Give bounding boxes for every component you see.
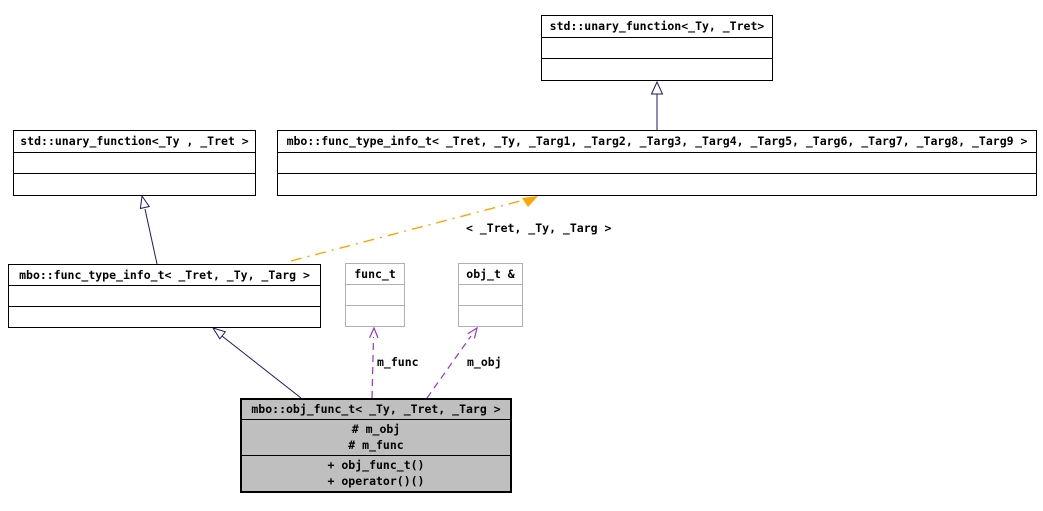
class-node-std-unary-function-base[interactable]: std::unary_function<_Ty , _Tret > — [13, 130, 256, 196]
methods-compartment — [278, 174, 1036, 195]
methods-compartment — [14, 174, 255, 195]
class-title: mbo::obj_func_t< _Ty, _Tret, _Targ > — [242, 400, 510, 420]
template-args-edge-label: < _Tret, _Ty, _Targ > — [466, 221, 612, 235]
class-node-obj-t: obj_t & — [458, 263, 523, 327]
class-node-func-type-info[interactable]: mbo::func_type_info_t< _Tret, _Ty, _Targ… — [8, 264, 321, 328]
methods-compartment: + obj_func_t() + operator()() — [242, 456, 510, 491]
hollow-arrowhead — [650, 80, 664, 95]
attributes-compartment — [459, 285, 522, 306]
hollow-arrowhead — [211, 327, 227, 340]
attributes-compartment: # m_obj # m_func — [242, 420, 510, 456]
class-node-obj-func-current: mbo::obj_func_t< _Ty, _Tret, _Targ > # m… — [240, 398, 512, 493]
m-obj-edge-label: m_obj — [467, 355, 502, 369]
class-title: mbo::func_type_info_t< _Tret, _Ty, _Targ… — [278, 131, 1036, 153]
methods-compartment — [542, 59, 772, 80]
class-node-std-unary-function-parent[interactable]: std::unary_function<_Ty, _Tret> — [541, 15, 773, 81]
methods-compartment — [346, 306, 404, 326]
class-node-func-t: func_t — [345, 263, 405, 327]
method-operator-call: + operator()() — [327, 474, 425, 488]
open-arrowhead — [369, 326, 379, 339]
attribute-m-obj: # m_obj — [351, 422, 401, 436]
filled-arrowhead — [522, 196, 538, 207]
class-node-func-type-info-full[interactable]: mbo::func_type_info_t< _Tret, _Ty, _Targ… — [277, 130, 1037, 196]
class-title: mbo::func_type_info_t< _Tret, _Ty, _Targ… — [9, 265, 320, 286]
method-obj-func-t: + obj_func_t() — [327, 458, 425, 472]
class-title: std::unary_function<_Ty, _Tret> — [542, 16, 772, 38]
methods-compartment — [459, 306, 522, 326]
attributes-compartment — [9, 286, 320, 307]
inheritance-edge-info-to-base — [139, 194, 158, 265]
methods-compartment — [9, 307, 320, 327]
attribute-m-func: # m_func — [348, 438, 404, 452]
class-title: std::unary_function<_Ty , _Tret > — [14, 131, 255, 153]
attributes-compartment — [346, 285, 404, 306]
open-arrowhead — [467, 326, 478, 339]
attributes-compartment — [542, 38, 772, 59]
m-func-edge-label: m_func — [377, 355, 419, 369]
attributes-compartment — [14, 153, 255, 174]
inheritance-edge-objfunc-to-info — [211, 327, 302, 399]
class-title: obj_t & — [459, 264, 522, 285]
attributes-compartment — [278, 153, 1036, 174]
class-title: func_t — [346, 264, 404, 285]
hollow-arrowhead — [139, 194, 151, 210]
inheritance-edge-full-to-parent — [650, 80, 664, 131]
